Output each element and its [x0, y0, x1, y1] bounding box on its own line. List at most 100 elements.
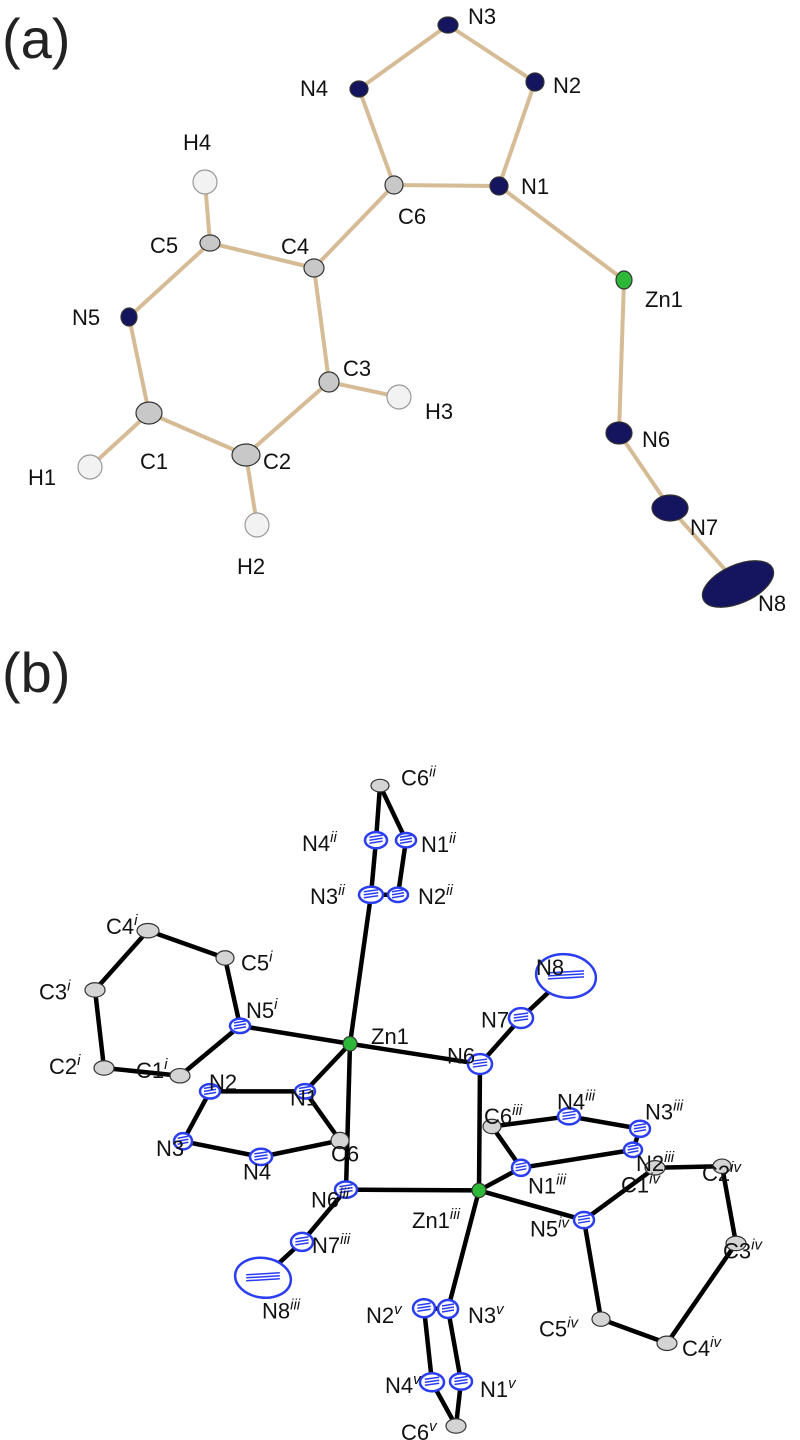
atom-label-base: C2 — [702, 1161, 730, 1186]
bond-N3ii-Zn1 — [347, 892, 374, 1047]
atom-Zn1iii — [471, 1182, 487, 1199]
atom-C3iv — [725, 1235, 747, 1252]
atom-shading-N3ii — [363, 892, 379, 896]
panel-b-label: (b) — [2, 641, 70, 704]
atom-C4iv — [656, 1335, 678, 1352]
atom-shading-N3v — [441, 1303, 455, 1307]
atom-label-base: N4 — [243, 1159, 271, 1184]
atom-label-base: C6 — [331, 1142, 359, 1167]
atom-label-base: N8 — [536, 955, 564, 980]
bond-Zn1-N6 — [347, 1041, 483, 1067]
atom-shading-N5iv — [577, 1214, 591, 1218]
atom-label-base: C6 — [484, 1104, 512, 1129]
bond-C4-C5 — [208, 241, 316, 270]
atom-label-symmetry: i — [269, 948, 273, 965]
atom-label-N2ii: N2ii — [418, 882, 453, 909]
panel-a-bonds — [88, 23, 740, 586]
atom-label-base: C5 — [539, 1316, 567, 1341]
bond-N4-C6 — [258, 1138, 343, 1160]
atom-shading-N4iii — [562, 1116, 576, 1121]
atom-shading-N7 — [513, 1015, 529, 1019]
atom-shading-N4iii — [562, 1113, 576, 1118]
atom-N2ii — [386, 886, 410, 904]
atom-label-symmetry: v — [413, 1371, 422, 1388]
atom-label-base: C1 — [136, 1058, 164, 1083]
atom-label-base: N3 — [468, 1303, 496, 1328]
atom-N4ii — [363, 830, 389, 850]
atom-shading-N2v — [417, 1302, 431, 1306]
atom-label-symmetry: i — [274, 996, 278, 1013]
atom-label-base: N2 — [553, 73, 581, 98]
atom-shading-N2ii — [391, 889, 405, 893]
bond-C1-H1 — [88, 411, 151, 469]
atom-N3 — [437, 16, 459, 34]
atom-shading-N3v — [441, 1306, 455, 1310]
atom-label-base: N4 — [300, 76, 328, 101]
atom-shading-N4iii — [562, 1110, 576, 1115]
atom-label-symmetry: iii — [556, 1172, 567, 1189]
bond-N3-N2 — [446, 23, 537, 84]
atom-shading-N1 — [298, 1085, 312, 1090]
bond-Zn1-N1 — [302, 1041, 353, 1094]
atom-label-symmetry: i — [77, 1052, 81, 1069]
atom-shading-N4v — [424, 1382, 440, 1387]
atom-label-base: C2 — [49, 1054, 77, 1079]
atom-shading-N1iii — [515, 1165, 527, 1169]
atom-label-base: N1 — [480, 1377, 508, 1402]
atom-label-C3i: C3i — [39, 977, 71, 1004]
atom-shading-N5i — [233, 1023, 247, 1027]
atom-label-N8: N8 — [536, 955, 564, 980]
atom-label-C6: C6 — [398, 204, 426, 229]
atom-label-C1i: C1i — [136, 1056, 168, 1083]
atom-label-base: N3 — [645, 1099, 673, 1124]
atom-shading-N6 — [472, 1061, 488, 1065]
atom-label-base: H1 — [28, 465, 56, 490]
atom-C3i — [84, 982, 106, 998]
bond-C4i-C3i — [92, 928, 151, 993]
atom-N1iii — [510, 1158, 532, 1178]
atom-label-base: C1 — [140, 449, 168, 474]
atom-C6v — [445, 1418, 467, 1434]
atom-label-N2: N2 — [209, 1070, 237, 1095]
atom-shading-N4ii — [369, 840, 383, 844]
atom-N3ii — [357, 885, 385, 905]
bond-N2-N1 — [497, 80, 537, 188]
atom-label-symmetry: ii — [449, 830, 456, 847]
atom-label-N2iii: N2iii — [636, 1149, 675, 1176]
atom-shading-N3 — [177, 1138, 189, 1143]
atom-shading-N5iv — [577, 1220, 591, 1224]
atom-label-base: N7 — [690, 515, 718, 540]
atom-Zn1 — [615, 270, 633, 290]
atom-C5 — [199, 234, 221, 252]
atom-shading-N5iv — [577, 1217, 591, 1221]
atom-shading-N1v — [454, 1381, 468, 1386]
bond-C1-C2 — [147, 411, 248, 457]
atom-label-base: N7 — [312, 1233, 340, 1258]
atom-N6 — [605, 421, 633, 445]
atom-C2iv — [712, 1158, 732, 1175]
atom-shading-N3iii — [633, 1123, 647, 1127]
atom-label-base: C3 — [723, 1238, 751, 1263]
atom-shading-N2ii — [391, 892, 405, 896]
atom-label-symmetry: v — [429, 1418, 438, 1435]
bond-C6-C4 — [312, 183, 396, 270]
atom-C6 — [330, 1131, 350, 1150]
bond-N3-N4 — [180, 1139, 264, 1160]
atom-H1 — [77, 454, 103, 480]
atom-label-N1iii: N1iii — [528, 1172, 567, 1199]
bond-C6-N1 — [302, 1089, 343, 1143]
atom-shading-N1 — [298, 1088, 312, 1093]
atom-H2 — [244, 512, 270, 538]
atom-N5iv — [572, 1210, 596, 1230]
atom-label-Zn1: Zn1 — [645, 287, 683, 312]
atom-shading-N1ii — [399, 834, 413, 838]
atom-label-symmetry: iv — [751, 1236, 763, 1253]
bond-N2v-N4v — [421, 1305, 435, 1385]
atom-label-base: N2 — [366, 1303, 394, 1328]
atom-label-base: N1 — [421, 832, 449, 857]
bond-C6-N4 — [357, 87, 396, 187]
bond-N3-N4 — [357, 23, 450, 91]
atom-label-base: N6 — [311, 1188, 339, 1213]
atom-N6iii — [333, 1180, 359, 1199]
